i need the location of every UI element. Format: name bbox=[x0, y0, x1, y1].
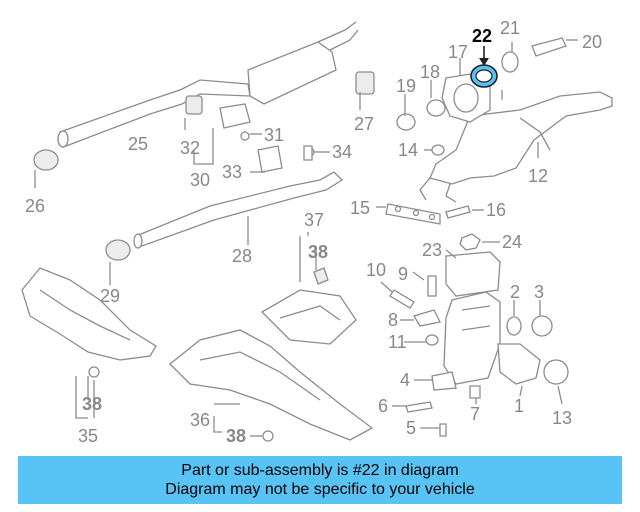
label-4: 4 bbox=[400, 370, 410, 390]
label-12: 12 bbox=[528, 166, 548, 186]
label-1: 1 bbox=[514, 396, 524, 416]
label-20: 20 bbox=[582, 32, 602, 52]
clamp-3-part bbox=[531, 315, 553, 337]
label-24: 24 bbox=[502, 232, 522, 252]
grommet-38-lower-part bbox=[262, 430, 274, 442]
label-28: 28 bbox=[232, 246, 252, 266]
stud-10-part bbox=[389, 289, 415, 309]
label-37: 37 bbox=[304, 210, 324, 230]
label-7: 7 bbox=[470, 404, 480, 424]
label-17: 17 bbox=[448, 42, 468, 62]
label-38-bottom: 38 bbox=[226, 426, 246, 446]
gasket-15-part bbox=[385, 203, 441, 225]
clamp-26-part bbox=[33, 149, 59, 171]
hanger-32-part bbox=[185, 95, 203, 115]
gasket-13-part bbox=[543, 359, 569, 385]
pipe-20-part bbox=[531, 37, 567, 57]
label-27: 27 bbox=[354, 114, 374, 134]
label-38-mid: 38 bbox=[308, 242, 328, 262]
label-8: 8 bbox=[388, 310, 398, 330]
label-5: 5 bbox=[406, 418, 416, 438]
nut-11-part bbox=[425, 334, 439, 346]
label-9: 9 bbox=[398, 264, 408, 284]
label-22-highlighted: 22 bbox=[472, 26, 492, 46]
caption-line-2: Diagram may not be specific to your vehi… bbox=[165, 481, 475, 498]
bolt-9-part bbox=[427, 275, 437, 297]
label-35: 35 bbox=[78, 426, 98, 446]
label-38-left: 38 bbox=[82, 394, 102, 414]
label-3: 3 bbox=[534, 282, 544, 302]
label-34: 34 bbox=[332, 142, 352, 162]
label-14: 14 bbox=[398, 140, 418, 160]
bolt-34-part bbox=[303, 145, 313, 161]
seal-18-part bbox=[426, 99, 446, 117]
seal-21-part bbox=[501, 51, 519, 73]
label-32: 32 bbox=[180, 138, 200, 158]
label-29: 29 bbox=[100, 286, 120, 306]
seal-ring-14-part bbox=[431, 144, 445, 156]
catalytic-converter-12-part bbox=[419, 91, 613, 203]
label-6: 6 bbox=[378, 396, 388, 416]
label-30: 30 bbox=[190, 170, 210, 190]
particulate-filter-1-part bbox=[443, 291, 541, 385]
label-19: 19 bbox=[396, 76, 416, 96]
label-18: 18 bbox=[420, 62, 440, 82]
label-21: 21 bbox=[500, 18, 520, 38]
grommet-38-part bbox=[88, 366, 100, 378]
exhaust-parts-diagram: 26 25 32 30 31 33 34 27 28 29 37 38 38 3… bbox=[21, 18, 613, 446]
label-11: 11 bbox=[388, 332, 407, 352]
nut-24-part bbox=[459, 233, 481, 251]
clamp-19-part bbox=[396, 113, 416, 131]
callout-labels: 26 25 32 30 31 33 34 27 28 29 37 38 38 3… bbox=[25, 18, 602, 446]
diagram-caption-banner: Part or sub-assembly is #22 in diagram D… bbox=[18, 456, 622, 504]
label-33: 33 bbox=[222, 162, 242, 182]
label-13: 13 bbox=[552, 408, 572, 428]
label-16: 16 bbox=[486, 200, 506, 220]
bolt-16-part bbox=[445, 205, 471, 219]
heat-shield-rear-part bbox=[21, 267, 157, 361]
bolt-5-part bbox=[439, 423, 447, 437]
label-25: 25 bbox=[128, 134, 148, 154]
label-26: 26 bbox=[25, 196, 45, 216]
label-23: 23 bbox=[422, 240, 442, 260]
heat-shield-front-part bbox=[169, 329, 374, 441]
label-15: 15 bbox=[350, 198, 370, 218]
label-36: 36 bbox=[190, 410, 210, 430]
caption-line-1: Part or sub-assembly is #22 in diagram bbox=[181, 462, 459, 479]
label-2: 2 bbox=[510, 282, 520, 302]
bracket-8-part bbox=[413, 309, 441, 327]
hanger-27-part bbox=[355, 71, 375, 95]
label-31: 31 bbox=[264, 125, 284, 145]
label-10: 10 bbox=[366, 260, 386, 280]
seal-2-part bbox=[506, 316, 522, 336]
stud-6-part bbox=[405, 401, 433, 413]
rear-muffler-part bbox=[247, 21, 359, 105]
clamp-29-part bbox=[105, 239, 131, 261]
nut-7-part bbox=[469, 385, 481, 399]
leader-lines bbox=[34, 39, 578, 437]
clamp-22-highlighted-part bbox=[470, 64, 498, 88]
cover-23-part bbox=[445, 251, 501, 297]
bracket-4-part bbox=[431, 371, 457, 391]
intermediate-pipe-part bbox=[133, 171, 344, 249]
grommet-38-mid-part bbox=[313, 267, 329, 285]
heat-shield-37-part bbox=[260, 289, 357, 345]
